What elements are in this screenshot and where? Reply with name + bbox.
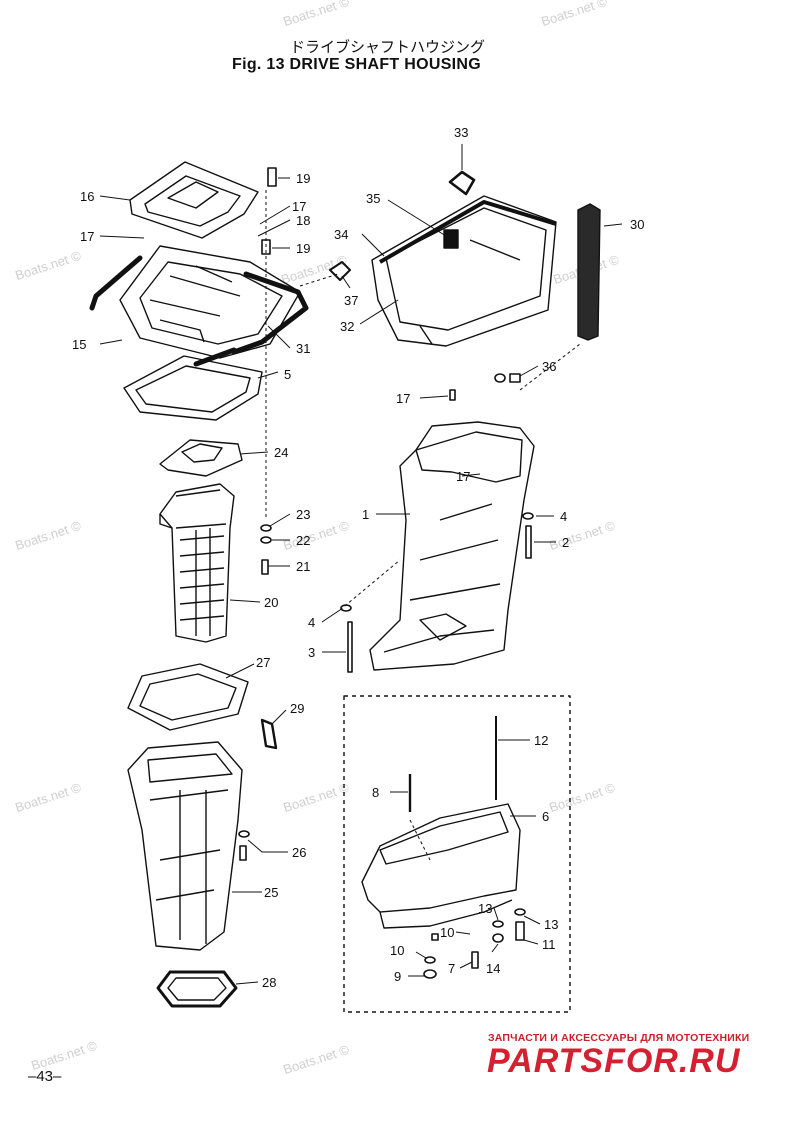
callout-14: 14	[486, 961, 501, 976]
callout-6: 6	[542, 809, 550, 824]
callout-36: 36	[542, 359, 557, 374]
callout-17: 17	[80, 229, 95, 244]
callout-15: 15	[72, 337, 87, 352]
part-25-cover	[127, 741, 243, 951]
part-6-lower-housing	[361, 803, 521, 929]
part-37-cap	[329, 261, 351, 281]
promo-logo: PARTSFOR.RU	[487, 1042, 741, 1080]
part-35-pad	[443, 229, 459, 249]
figure-title: Fig. 13 DRIVE SHAFT HOUSING	[232, 56, 482, 73]
callout-17: 17	[456, 469, 471, 484]
part-32-pan	[371, 195, 557, 347]
callout-9: 9	[394, 969, 402, 984]
part-5-gasket	[123, 355, 263, 421]
callout-28: 28	[262, 975, 277, 990]
callout-12: 12	[534, 733, 549, 748]
part-34-seal	[379, 200, 557, 264]
promo-text: ЗАПЧАСТИ И АКСЕССУАРЫ ДЛЯ МОТОТЕХНИКИ	[488, 1032, 750, 1044]
callout-19: 19	[296, 241, 311, 256]
callout-1: 1	[362, 507, 370, 522]
fasteners	[238, 167, 534, 979]
callout-18: 18	[296, 213, 311, 228]
part-24-plate	[159, 439, 243, 477]
callout-32: 32	[340, 319, 355, 334]
part-27-gasket	[127, 663, 249, 731]
callout-20: 20	[264, 595, 279, 610]
sub-assembly-box	[343, 695, 571, 1013]
callout-34: 34	[334, 227, 349, 242]
callout-26: 26	[292, 845, 307, 860]
callout-5: 5	[284, 367, 292, 382]
callout-2: 2	[562, 535, 570, 550]
part-20-exhaust-tube	[159, 483, 235, 643]
callout-4: 4	[560, 509, 568, 524]
callout-4: 4	[308, 615, 316, 630]
callout-17: 17	[292, 199, 307, 214]
callout-7: 7	[448, 961, 456, 976]
callout-35: 35	[366, 191, 381, 206]
part-1-housing	[369, 421, 535, 671]
callout-29: 29	[290, 701, 305, 716]
callout-22: 22	[296, 533, 311, 548]
part-28-seal	[156, 970, 238, 1008]
callout-31: 31	[296, 341, 311, 356]
callout-37: 37	[344, 293, 359, 308]
callout-8: 8	[372, 785, 380, 800]
callout-21: 21	[296, 559, 311, 574]
callout-10: 10	[440, 925, 455, 940]
callout-24: 24	[274, 445, 289, 460]
callout-19: 19	[296, 171, 311, 186]
part-33-grommet	[448, 170, 476, 196]
callout-13: 13	[544, 917, 559, 932]
page-number: –43–	[28, 1068, 62, 1085]
callout-3: 3	[308, 645, 316, 660]
part-31-seal	[89, 255, 309, 367]
callout-13: 13	[478, 901, 493, 916]
callout-27: 27	[256, 655, 271, 670]
part-30-tube	[577, 203, 601, 341]
part-15-cover-plate	[119, 245, 301, 359]
callout-30: 30	[630, 217, 645, 232]
callout-16: 16	[80, 189, 95, 204]
title-japanese: ドライブシャフトハウジング	[290, 39, 486, 56]
leader-lines	[99, 144, 623, 985]
part-16-bracket	[129, 161, 259, 239]
callout-17: 17	[396, 391, 411, 406]
callout-11: 11	[542, 937, 556, 952]
callout-25: 25	[264, 885, 279, 900]
callout-10: 10	[390, 943, 405, 958]
part-29-rubber	[260, 718, 278, 750]
callout-23: 23	[296, 507, 311, 522]
callout-33: 33	[454, 125, 469, 140]
